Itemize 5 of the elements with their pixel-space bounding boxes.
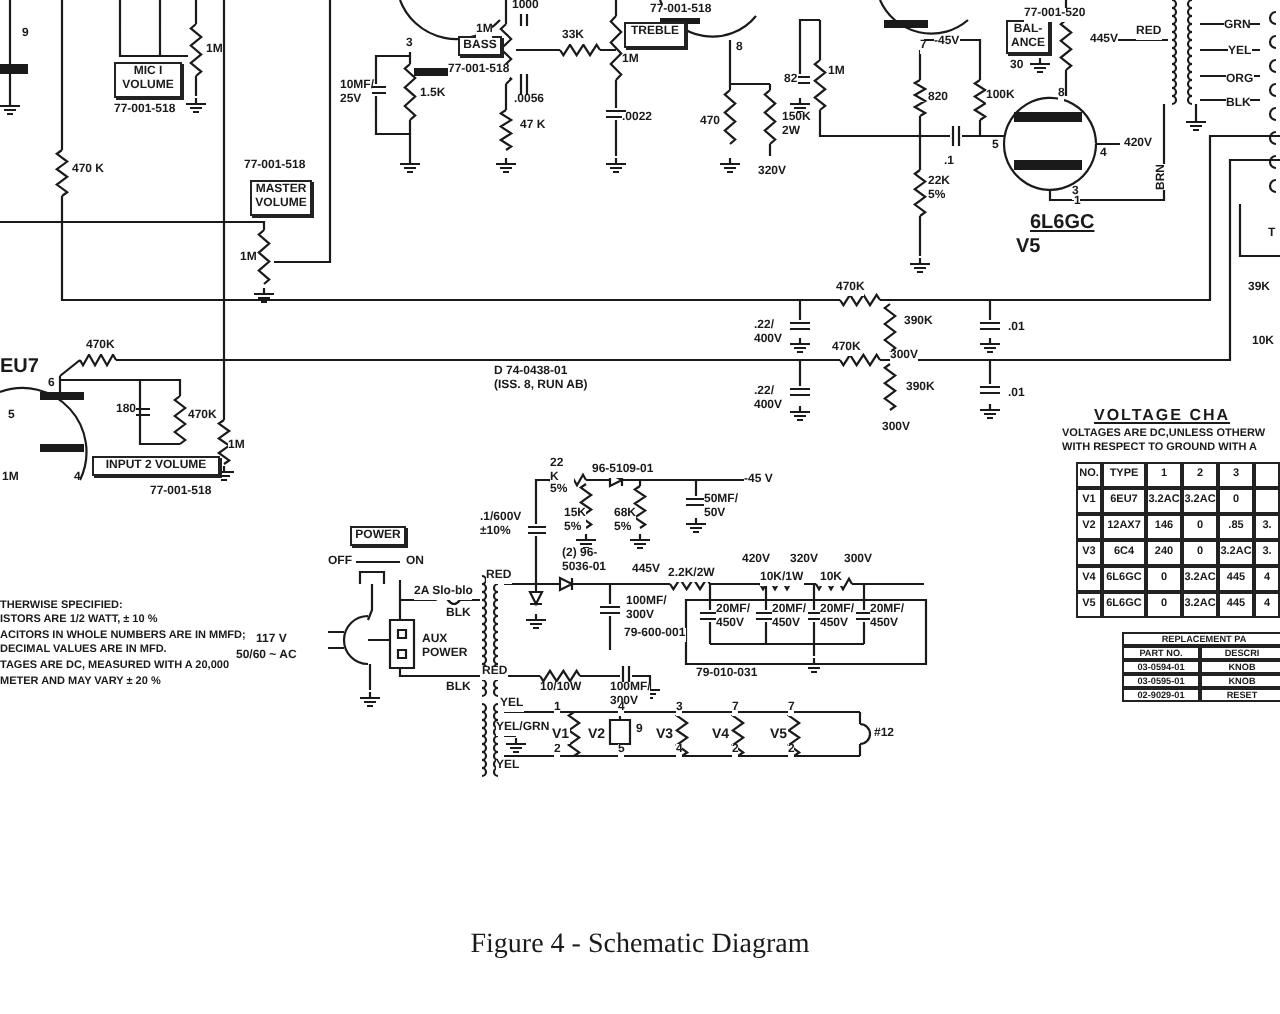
figure-caption: Figure 4 - Schematic Diagram: [468, 930, 812, 962]
tube-label: 6L6GC: [1030, 212, 1095, 234]
tube-label: EU7: [0, 356, 39, 378]
chart-title: VOLTAGE CHA: [1094, 408, 1231, 426]
tube-label: V5: [1016, 236, 1041, 258]
